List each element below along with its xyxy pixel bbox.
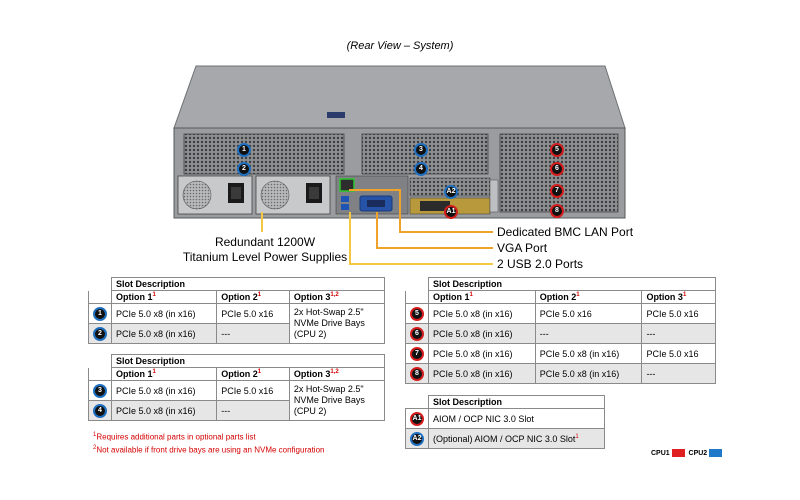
table-header: Slot Description (111, 277, 385, 291)
slot-marker-3: 3 (414, 138, 428, 157)
legend-cpu1-swatch (671, 449, 685, 457)
col-option-3: Option 31,2 (288, 367, 386, 381)
table-row: A1 AIOM / OCP NIC 3.0 Slot (405, 408, 605, 429)
slot-badge: 6 (410, 326, 424, 341)
table-row: 6 PCIe 5.0 x8 (in x16) --- --- (405, 323, 716, 344)
slot-marker-6: 6 (550, 157, 564, 176)
usb-port-2 (341, 204, 349, 210)
vga-port-label: VGA Port (497, 241, 548, 255)
psu-1-fan (182, 180, 212, 210)
slot-marker-7: 7 (550, 179, 564, 198)
table-row: 4 PCIe 5.0 x8 (in x16) --- (88, 400, 385, 421)
footnote-1: 1Requires additional parts in optional p… (93, 432, 256, 442)
bmc-lan-label: Dedicated BMC LAN Port (497, 225, 634, 239)
col-option-3: Option 31 (641, 290, 716, 304)
slot-table-3-4: Slot Description Option 11 Option 21 Opt… (88, 354, 386, 421)
slot-marker-5: 5 (550, 138, 564, 157)
aiom-marker-a1: A1 (444, 200, 458, 219)
slot-table-1-2: Slot Description Option 11 Option 21 Opt… (88, 277, 386, 344)
riser-left-grille (183, 133, 345, 175)
slot-badge: 3 (93, 383, 107, 398)
table-row: 5 PCIe 5.0 x8 (in x16) PCIe 5.0 x16 PCIe… (405, 303, 716, 324)
table-row: 7 PCIe 5.0 x8 (in x16) PCIe 5.0 x8 (in x… (405, 343, 716, 364)
col-option-1: Option 11 (110, 290, 218, 304)
table-header: Slot Description (428, 277, 716, 291)
footnote-2: 2Not available if front drive bays are u… (93, 445, 325, 455)
slot-marker-2: 2 (237, 157, 251, 176)
slot-badge: 7 (410, 346, 424, 361)
psu-2-fan (260, 180, 290, 210)
slot-badge: A1 (410, 411, 424, 426)
slot-badge: 2 (93, 326, 107, 341)
table-row: 2 PCIe 5.0 x8 (in x16) --- (88, 323, 385, 344)
slot-marker-8: 8 (550, 199, 564, 218)
table-row: 8 PCIe 5.0 x8 (in x16) PCIe 5.0 x8 (in x… (405, 363, 716, 384)
slot-badge: A2 (410, 431, 424, 446)
aiom-table: Slot Description A1 AIOM / OCP NIC 3.0 S… (405, 395, 605, 449)
usb-port-1 (341, 196, 349, 202)
slot-badge: 4 (93, 403, 107, 418)
diagram-title: (Rear View – System) (346, 40, 454, 52)
table-row: 3 PCIe 5.0 x8 (in x16) PCIe 5.0 x16 2x H… (88, 380, 386, 421)
usb-ports-label: 2 USB 2.0 Ports (497, 257, 584, 271)
legend-cpu2-label: CPU2 (688, 449, 708, 457)
psu-label: Redundant 1200W Titanium Level Power Sup… (182, 235, 348, 264)
slot-marker-1: 1 (237, 138, 251, 157)
slot-marker-4: 4 (414, 157, 428, 176)
col-option-2: Option 21 (216, 290, 290, 304)
table-row: 1 PCIe 5.0 x8 (in x16) PCIe 5.0 x16 2x H… (88, 303, 386, 344)
slot-badge: 1 (93, 306, 107, 321)
bmc-callout-line (349, 189, 493, 233)
chassis-top-cover (173, 65, 626, 129)
bmc-lan-port (339, 178, 355, 192)
col-option-1: Option 11 (110, 367, 218, 381)
usb-callout-line (349, 212, 493, 265)
vga-callout-line (376, 212, 493, 249)
cpu-legend: CPU1 CPU2 (651, 449, 723, 457)
col-option-2: Option 21 (216, 367, 290, 381)
legend-cpu1-label: CPU1 (651, 449, 670, 457)
aiom-marker-a2: A2 (444, 180, 458, 199)
chassis-latch (327, 112, 345, 118)
slot-badge: 8 (410, 366, 424, 381)
table-row: A2 (Optional) AIOM / OCP NIC 3.0 Slot1 (405, 428, 605, 449)
slot-badge: 5 (410, 306, 424, 321)
table-header: Slot Description (428, 395, 605, 409)
slot-table-5-8: Slot Description Option 11 Option 21 Opt… (405, 277, 716, 384)
col-option-3: Option 31,2 (288, 290, 386, 304)
col-option-1: Option 11 (428, 290, 536, 304)
table-header: Slot Description (111, 354, 385, 368)
legend-cpu2-swatch (709, 449, 723, 457)
col-option-2: Option 21 (534, 290, 643, 304)
